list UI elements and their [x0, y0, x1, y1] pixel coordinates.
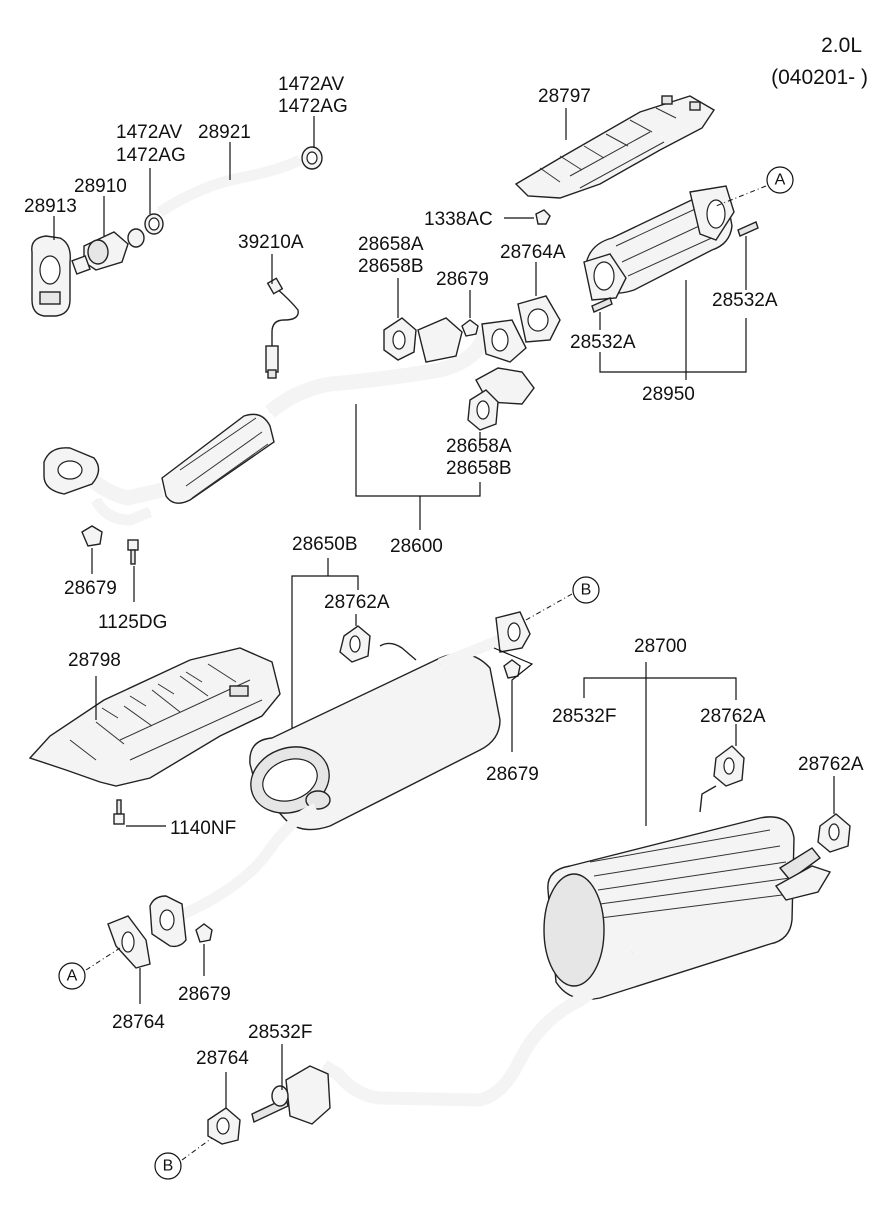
- leader-28700-bracket: [583, 677, 737, 700]
- clamp-1472-lower: [144, 213, 164, 235]
- stud-28532a-lower: [591, 297, 613, 313]
- leader-28600-bracket: [355, 404, 481, 497]
- ref-line-b-top: [525, 593, 573, 621]
- center-pipe-28600: [43, 317, 535, 526]
- label-28532a-upper: 28532A: [712, 290, 778, 311]
- label-28679-flange: 28679: [178, 984, 231, 1005]
- nut-1338ac: [535, 209, 551, 225]
- ref-marker-a-top: [766, 166, 794, 194]
- label-28600: 28600: [390, 536, 443, 557]
- ref-line-a-top: [715, 185, 767, 207]
- hanger-28762a-center: [339, 625, 371, 663]
- ref-marker-a-bottom: [58, 962, 86, 990]
- label-28764-front: 28764: [112, 1012, 165, 1033]
- nut-28679-flange: [195, 923, 213, 943]
- label-39210a: 39210A: [238, 232, 304, 253]
- label-1125dg: 1125DG: [98, 612, 167, 633]
- label-28921: 28921: [198, 122, 251, 143]
- label-28679-front: 28679: [64, 578, 117, 599]
- ref-marker-a-top-label: A: [775, 172, 786, 189]
- leader-28679-center: [493, 647, 534, 752]
- label-28679-upper: 28679: [436, 269, 489, 290]
- rear-muffler-28700: [285, 785, 832, 1125]
- label-28762a-rear-left: 28762A: [700, 706, 766, 727]
- nut-28679-center: [503, 659, 521, 679]
- bolt-1140nf: [113, 799, 125, 825]
- label-28658b-upper: 28658B: [358, 256, 424, 277]
- hanger-28658a-lower: [467, 389, 499, 431]
- label-28762a-rear-right: 28762A: [798, 754, 864, 775]
- label-1140nf: 1140NF: [170, 818, 236, 839]
- label-28658b-lower: 28658B: [446, 458, 512, 479]
- catalytic-converter-28950: [583, 185, 735, 301]
- hanger-28658a-upper: [383, 317, 417, 361]
- center-muffler-28650b: [149, 611, 531, 948]
- ref-marker-b-top-label: B: [581, 582, 592, 599]
- label-28532f-joint: 28532F: [248, 1022, 312, 1043]
- nut-28679-upper: [461, 319, 479, 337]
- label-1472av-upper: 1472AV: [278, 74, 345, 95]
- stud-28532f-joint: [251, 1085, 289, 1123]
- stud-28532a-upper: [737, 221, 759, 237]
- label-28797: 28797: [538, 86, 591, 107]
- label-28532f-rear: 28532F: [552, 706, 616, 727]
- heat-shield-28797: [514, 95, 715, 199]
- ref-line-b-bottom: [181, 1137, 213, 1161]
- clamp-1472-upper: [301, 146, 323, 170]
- date-code-label: (040201- ): [771, 66, 868, 89]
- ref-marker-a-bottom-label: A: [67, 968, 78, 985]
- label-28762a-center: 28762A: [324, 592, 390, 613]
- engine-label: 2.0L: [821, 34, 862, 57]
- oxygen-sensor-39210a: [265, 277, 299, 379]
- label-1338ac: 1338AC: [424, 209, 493, 230]
- hanger-28762a-rear-left: [713, 745, 745, 787]
- label-28764a: 28764A: [500, 242, 566, 263]
- ref-marker-b-top: [572, 576, 600, 604]
- gasket-28764-front: [107, 915, 151, 969]
- label-1472ag-lower: 1472AG: [116, 145, 186, 166]
- gasket-28764-rear: [207, 1107, 241, 1145]
- ref-line-a-bottom: [85, 947, 121, 971]
- bracket-28913: [31, 235, 71, 317]
- gasket-28764a: [517, 295, 561, 343]
- label-28650b: 28650B: [292, 534, 358, 555]
- label-28950: 28950: [642, 384, 695, 405]
- ref-marker-b-bottom: [154, 1152, 182, 1180]
- label-28910: 28910: [74, 176, 127, 197]
- hose-28921: [157, 155, 303, 217]
- label-28700: 28700: [634, 636, 687, 657]
- leader-28950-bracket: [599, 318, 747, 373]
- label-28658a-lower: 28658A: [446, 436, 512, 457]
- ref-marker-b-bottom-label: B: [163, 1158, 174, 1175]
- label-28798: 28798: [68, 650, 121, 671]
- leader-28650b-bracket: [291, 575, 359, 728]
- nut-28679-front: [81, 525, 103, 547]
- label-1472ag-upper: 1472AG: [278, 96, 348, 117]
- label-28764-rear: 28764: [196, 1048, 249, 1069]
- valve-28910: [71, 228, 145, 275]
- label-28913: 28913: [24, 196, 77, 217]
- label-28679-center: 28679: [486, 764, 539, 785]
- hanger-28762a-rear-right: [817, 813, 851, 853]
- label-28658a-upper: 28658A: [358, 234, 424, 255]
- heat-shield-28798: [28, 647, 281, 787]
- bolt-1125dg: [127, 539, 139, 565]
- label-1472av-lower: 1472AV: [116, 122, 183, 143]
- label-28532a-lower: 28532A: [570, 332, 636, 353]
